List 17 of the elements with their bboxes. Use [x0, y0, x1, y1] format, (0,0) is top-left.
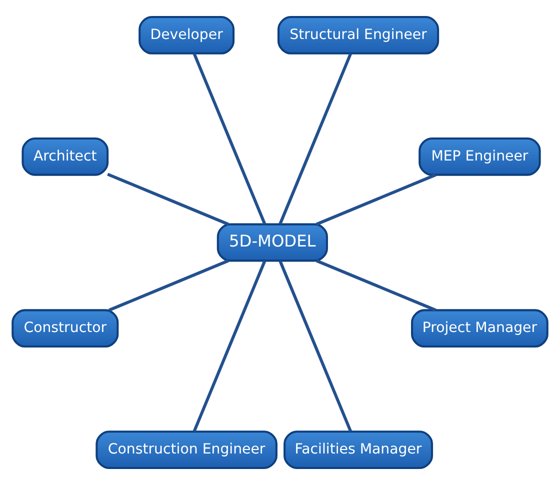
connector [192, 52, 266, 224]
connector [108, 258, 230, 312]
connector [192, 260, 266, 432]
node-box: Facilities Manager [284, 430, 434, 468]
node-box: MEP Engineer [418, 136, 541, 176]
connector [316, 172, 436, 226]
connector [278, 260, 352, 432]
node-box: Developer [138, 16, 235, 54]
connector [278, 52, 352, 224]
node-box: 5D-MODEL [216, 222, 328, 262]
node-box: Architect [22, 136, 109, 176]
node-box: Constructor [12, 308, 119, 348]
connector [316, 258, 436, 312]
node-box: Project Manager [411, 308, 548, 348]
node-box: Structural Engineer [277, 16, 440, 54]
connector [107, 172, 230, 226]
node-box: Construction Engineer [96, 430, 278, 468]
